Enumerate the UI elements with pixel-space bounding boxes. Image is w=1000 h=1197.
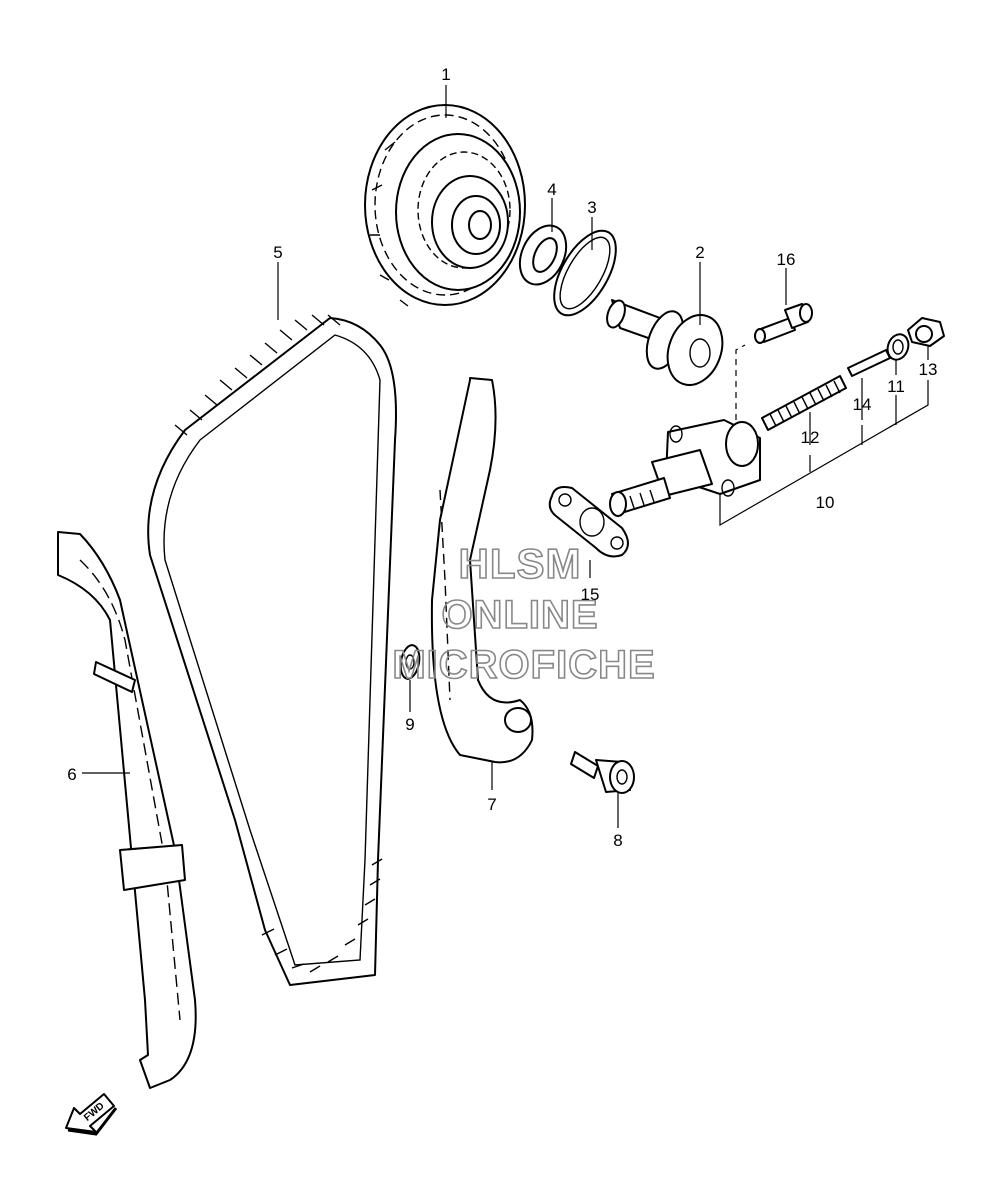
part-5-cam-chain[interactable] — [147, 314, 397, 986]
part-11-gasket[interactable] — [884, 331, 912, 362]
label-8: 8 — [613, 831, 622, 850]
part-labels: 1 2 3 4 5 6 7 8 9 10 11 12 13 14 15 16 — [67, 65, 937, 850]
part-7-chain-guide[interactable] — [430, 377, 534, 764]
part-14-rod[interactable] — [847, 349, 891, 377]
part-4-washer[interactable] — [511, 218, 575, 292]
part-10-tensioner[interactable] — [609, 419, 761, 517]
part-1-sprocket[interactable] — [364, 104, 526, 307]
part-9-washer[interactable] — [398, 644, 422, 681]
part-6-chain-guide[interactable] — [57, 531, 197, 1089]
label-9: 9 — [405, 715, 414, 734]
label-6: 6 — [67, 765, 76, 784]
part-13-plug[interactable] — [907, 317, 945, 347]
part-2-shaft[interactable] — [604, 298, 732, 393]
label-16: 16 — [777, 250, 796, 269]
label-3: 3 — [587, 198, 596, 217]
label-13: 13 — [919, 360, 938, 379]
leader-lines — [82, 85, 929, 828]
part-3-o-ring[interactable] — [542, 221, 629, 325]
label-7: 7 — [487, 795, 496, 814]
part-16-bolt[interactable] — [754, 303, 813, 344]
label-10: 10 — [816, 493, 835, 512]
watermark: HLSM ONLINE MICROFICHE — [392, 539, 656, 688]
label-15: 15 — [581, 585, 600, 604]
label-14: 14 — [853, 395, 872, 414]
watermark-line1: HLSM — [459, 540, 582, 587]
part-12-spring[interactable] — [761, 375, 847, 431]
part-15-gasket[interactable] — [548, 486, 629, 558]
fwd-arrow-icon: FWD — [65, 1093, 118, 1136]
part-8-bolt[interactable] — [570, 751, 635, 794]
label-5: 5 — [273, 243, 282, 262]
label-11: 11 — [887, 377, 905, 396]
label-1: 1 — [441, 65, 450, 84]
watermark-line2: ONLINE — [441, 593, 598, 637]
label-12: 12 — [801, 428, 820, 447]
label-2: 2 — [695, 243, 704, 262]
label-4: 4 — [547, 180, 556, 199]
watermark-line3: MICROFICHE — [392, 643, 655, 687]
